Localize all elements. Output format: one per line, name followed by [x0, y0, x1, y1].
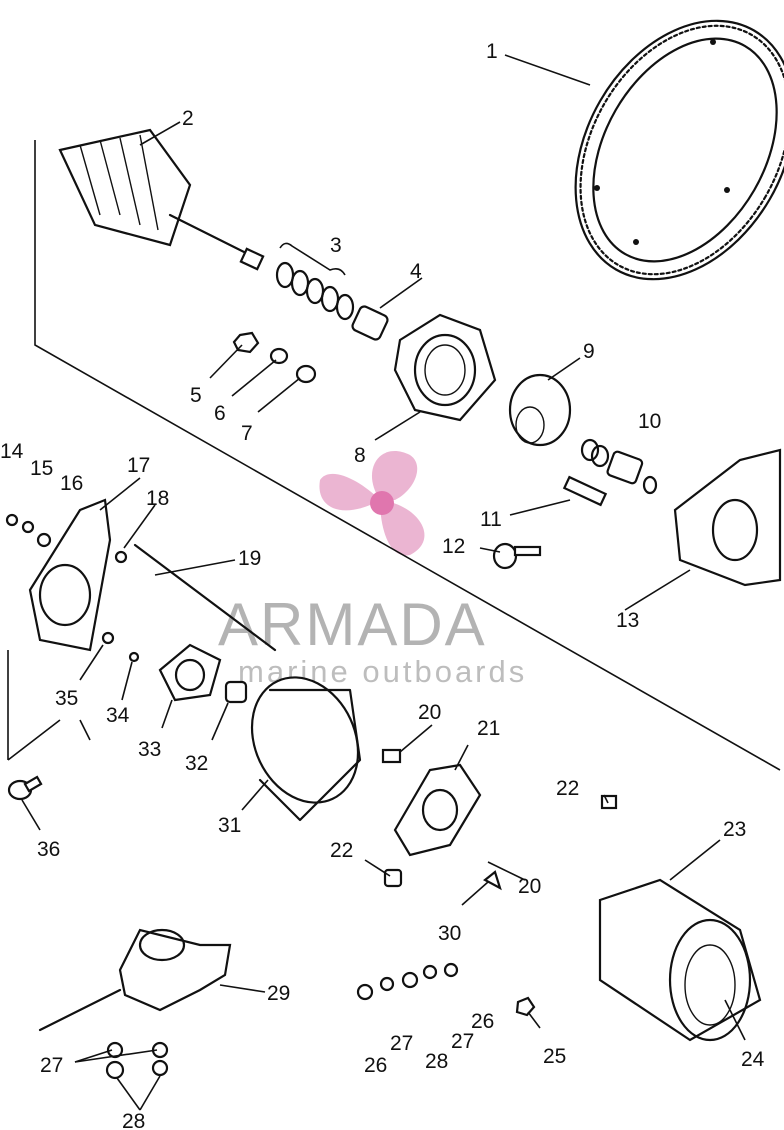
callout-1: 1 — [486, 40, 498, 63]
drive-pinion — [508, 373, 572, 447]
callout-22b: 22 — [330, 839, 353, 862]
callout-17: 17 — [127, 454, 150, 477]
callout-4: 4 — [410, 260, 422, 283]
small-washers — [5, 513, 52, 548]
callout-13: 13 — [616, 609, 639, 632]
callout-9: 9 — [583, 340, 595, 363]
callout-35: 35 — [55, 687, 78, 710]
pin — [562, 475, 608, 507]
callout-28a: 28 — [425, 1050, 448, 1073]
callout-24: 24 — [741, 1048, 765, 1071]
callout-21: 21 — [477, 717, 500, 740]
callout-27b: 27 — [451, 1030, 474, 1053]
callout-11: 11 — [480, 508, 502, 531]
callout-6: 6 — [214, 402, 226, 425]
callout-27c: 27 — [40, 1054, 63, 1077]
callout-30: 30 — [438, 922, 461, 945]
bolt — [492, 542, 542, 570]
callout-33: 33 — [138, 738, 161, 761]
spring — [275, 242, 355, 321]
callout-26a: 26 — [471, 1010, 494, 1033]
through-bolt — [114, 543, 277, 652]
callout-18: 18 — [146, 487, 169, 510]
yoke — [250, 676, 362, 822]
callout-29: 29 — [267, 982, 290, 1005]
callout-20b: 20 — [518, 875, 541, 898]
callout-34: 34 — [106, 704, 130, 727]
callout-26b: 26 — [364, 1054, 387, 1077]
callout-14: 14 — [0, 440, 24, 463]
leader-lines — [21, 54, 746, 1111]
end-cap — [393, 313, 497, 422]
terminal-hardware — [356, 962, 536, 1017]
armada-logo-icon — [319, 451, 425, 556]
callout-28b: 28 — [122, 1110, 145, 1130]
mounting-bracket — [673, 448, 782, 587]
motor-housing — [598, 878, 762, 1042]
callout-5: 5 — [190, 384, 202, 407]
callout-3: 3 — [330, 234, 342, 257]
callout-2: 2 — [182, 107, 194, 130]
callout-19: 19 — [238, 547, 261, 570]
callout-27a: 27 — [390, 1032, 413, 1055]
callout-12: 12 — [442, 535, 465, 558]
screw — [7, 775, 43, 801]
callout-10: 10 — [638, 410, 661, 433]
nut-and-washers — [232, 331, 317, 384]
callout-25: 25 — [543, 1045, 566, 1068]
callout-labels: 1 2 3 4 5 6 7 8 9 10 11 12 13 14 15 16 1… — [0, 40, 765, 1130]
callout-20a: 20 — [418, 701, 441, 724]
brush-plate — [381, 748, 618, 891]
callout-32: 32 — [185, 752, 208, 775]
brush-holder-small — [101, 631, 248, 704]
callout-23: 23 — [723, 818, 746, 841]
callout-15: 15 — [30, 457, 53, 480]
ring-gear — [574, 19, 784, 281]
bushing — [351, 305, 389, 341]
armature — [58, 128, 265, 271]
callout-8: 8 — [354, 444, 366, 467]
callout-36: 36 — [37, 838, 60, 861]
end-plate — [28, 498, 112, 652]
callout-7: 7 — [241, 422, 253, 445]
callout-22a: 22 — [556, 777, 579, 800]
watermark-brand: ARMADA — [218, 591, 487, 658]
assembly-guide-lines — [7, 140, 781, 771]
callout-31: 31 — [218, 814, 241, 837]
pinion-spring — [580, 438, 658, 495]
solenoid — [38, 928, 232, 1080]
callout-16: 16 — [60, 472, 83, 495]
